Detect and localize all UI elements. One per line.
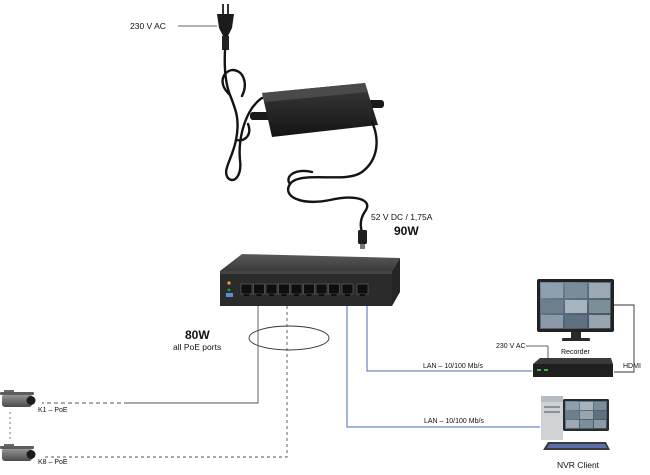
poe-port-7-tab bbox=[319, 294, 324, 296]
psu-output-label: 52 V DC / 1,75A bbox=[371, 212, 433, 222]
dc-connector-icon bbox=[358, 230, 367, 249]
nvr-client-label: NVR Client bbox=[557, 460, 600, 470]
dc-cable bbox=[287, 120, 378, 234]
recorder-label: Recorder bbox=[561, 349, 590, 356]
uplink-port-2-tab bbox=[360, 294, 365, 296]
switch-ports bbox=[240, 283, 369, 296]
poe-port-2 bbox=[253, 283, 265, 295]
poe-switch-icon bbox=[220, 254, 400, 306]
lan-recorder-label: LAN – 10/100 Mb/s bbox=[423, 363, 483, 370]
lan-recorder-cable bbox=[366, 306, 532, 372]
poe-port-5 bbox=[290, 283, 303, 295]
psu-power-label: 90W bbox=[394, 224, 419, 238]
poe-port-1-tab bbox=[244, 294, 249, 296]
poe-port-2-tab bbox=[256, 294, 262, 296]
uplink-port-1-tab bbox=[345, 294, 350, 296]
poe-port-8 bbox=[328, 283, 340, 295]
ac-cable bbox=[221, 48, 264, 182]
hdmi-label: HDMI bbox=[623, 363, 641, 370]
poe-port-3-tab bbox=[269, 294, 274, 296]
camera-k1-cable bbox=[42, 306, 259, 404]
poe-port-3 bbox=[265, 283, 278, 295]
plug-icon bbox=[217, 4, 234, 50]
monitor-icon bbox=[537, 279, 614, 341]
poe-port-6 bbox=[303, 283, 315, 295]
recorder-mains-label: 230 V AC bbox=[496, 343, 526, 350]
poe-scope-label: all PoE ports bbox=[173, 342, 222, 352]
camera-k1-label: K1 – PoE bbox=[38, 407, 68, 414]
nvr-recorder-icon bbox=[533, 358, 613, 377]
camera-k8-cable bbox=[42, 306, 288, 458]
poe-port-8-tab bbox=[331, 294, 337, 296]
poe-port-4-tab bbox=[281, 294, 287, 296]
desktop-pc-icon bbox=[541, 396, 610, 450]
poe-port-6-tab bbox=[306, 294, 312, 296]
poe-port-4 bbox=[278, 283, 290, 295]
hdmi-cable bbox=[614, 304, 635, 373]
poe-port-1 bbox=[240, 283, 253, 295]
poe-port-7 bbox=[315, 283, 328, 295]
poe-port-5-tab bbox=[294, 294, 299, 296]
bullet-camera-icon bbox=[0, 444, 36, 461]
uplink-port-1 bbox=[341, 283, 354, 295]
camera-k8-label: K8 – PoE bbox=[38, 459, 68, 466]
bullet-camera-icon bbox=[0, 390, 36, 407]
poe-power-label: 80W bbox=[185, 328, 210, 342]
power-supply-icon bbox=[250, 83, 384, 137]
lan-client-cable bbox=[346, 306, 540, 428]
poe-ports-ellipse bbox=[248, 325, 330, 351]
mains-input-label: 230 V AC bbox=[130, 21, 166, 31]
lan-client-label: LAN – 10/100 Mb/s bbox=[424, 418, 484, 425]
uplink-port-2 bbox=[356, 283, 369, 295]
